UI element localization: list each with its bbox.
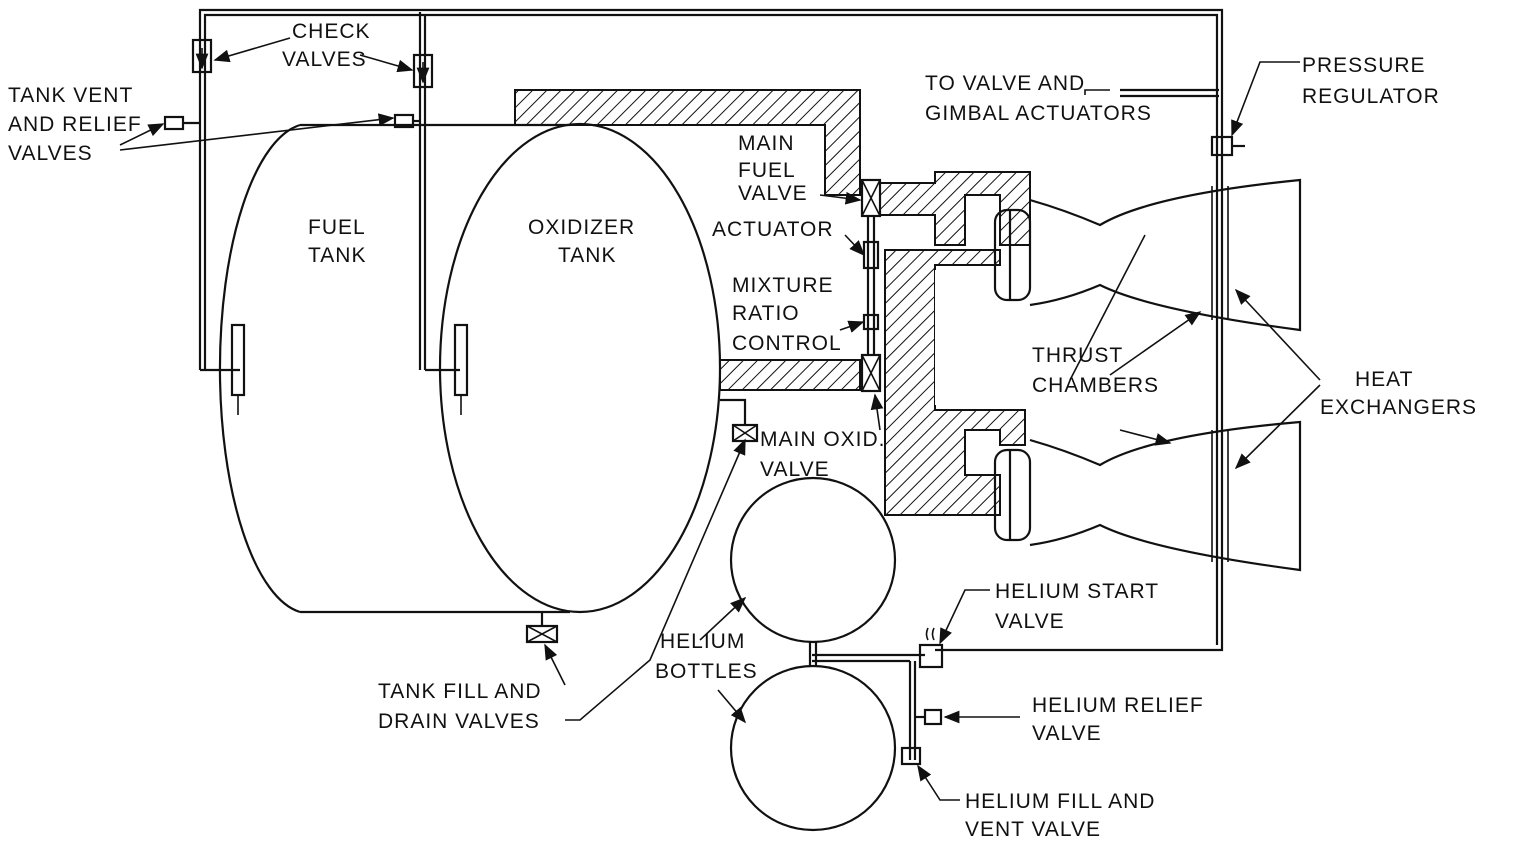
svg-text:FUEL: FUEL bbox=[308, 216, 366, 239]
label-tank-fill-drain-valves: TANK FILL AND DRAIN VALVES bbox=[378, 680, 542, 733]
fuel-duct bbox=[514, 89, 861, 196]
label-oxidizer-tank: OXIDIZER TANK bbox=[528, 216, 635, 267]
svg-text:THRUST: THRUST bbox=[1032, 344, 1123, 367]
check-valve-icon bbox=[191, 38, 213, 74]
thrust-chamber-upper bbox=[993, 178, 1302, 332]
svg-text:CHECK: CHECK bbox=[292, 20, 371, 43]
svg-text:HELIUM FILL AND: HELIUM FILL AND bbox=[965, 790, 1155, 813]
label-tank-vent: TANK VENT AND RELIEF VALVES bbox=[8, 84, 142, 165]
svg-text:TANK: TANK bbox=[308, 244, 366, 267]
svg-text:VALVE: VALVE bbox=[738, 182, 808, 205]
label-to-valve-actuators: TO VALVE AND GIMBAL ACTUATORS bbox=[925, 72, 1152, 125]
svg-text:MIXTURE: MIXTURE bbox=[732, 274, 834, 297]
label-heat-exchangers: HEAT EXCHANGERS bbox=[1320, 368, 1477, 419]
fuel-tank bbox=[218, 123, 570, 614]
svg-text:MAIN: MAIN bbox=[738, 132, 795, 155]
vent-valve-icon bbox=[163, 115, 185, 131]
helium-start-valve-icon bbox=[918, 643, 944, 669]
svg-text:TANK FILL AND: TANK FILL AND bbox=[378, 680, 542, 703]
mixture-ratio-control-icon bbox=[862, 313, 880, 331]
label-helium-relief-valve: HELIUM RELIEF VALVE bbox=[1032, 694, 1204, 745]
svg-text:RATIO: RATIO bbox=[732, 302, 800, 325]
svg-text:VALVES: VALVES bbox=[282, 48, 367, 71]
label-helium-fill-vent-valve: HELIUM FILL AND VENT VALVE bbox=[965, 790, 1155, 841]
label-main-fuel-valve: MAIN FUEL VALVE bbox=[738, 132, 808, 205]
svg-text:TANK: TANK bbox=[558, 244, 616, 267]
svg-text:HELIUM START: HELIUM START bbox=[995, 580, 1159, 603]
svg-text:HELIUM RELIEF: HELIUM RELIEF bbox=[1032, 694, 1204, 717]
svg-text:DRAIN VALVES: DRAIN VALVES bbox=[378, 710, 540, 733]
main-oxid-valve-icon bbox=[860, 353, 882, 393]
svg-text:HEAT: HEAT bbox=[1355, 368, 1413, 391]
label-pressure-regulator: PRESSURE REGULATOR bbox=[1302, 54, 1440, 108]
label-actuator: ACTUATOR bbox=[712, 218, 834, 241]
svg-text:CHAMBERS: CHAMBERS bbox=[1032, 374, 1159, 397]
svg-text:VALVE: VALVE bbox=[1032, 722, 1102, 745]
svg-text:MAIN OXID.: MAIN OXID. bbox=[760, 428, 886, 451]
label-mixture-ratio-control: MIXTURE RATIO CONTROL bbox=[732, 274, 842, 355]
thrust-chamber-lower bbox=[993, 420, 1302, 572]
helium-bottle-lower bbox=[729, 664, 897, 832]
svg-text:VALVES: VALVES bbox=[8, 142, 93, 165]
label-helium-start-valve: HELIUM START VALVE bbox=[995, 580, 1159, 633]
svg-text:HELIUM: HELIUM bbox=[660, 630, 745, 653]
main-fuel-valve-icon bbox=[860, 178, 882, 218]
svg-text:OXIDIZER: OXIDIZER bbox=[528, 216, 635, 239]
svg-text:VENT VALVE: VENT VALVE bbox=[965, 818, 1101, 841]
oxidizer-manifold bbox=[884, 249, 1026, 516]
helium-fill-valve-icon bbox=[900, 746, 922, 766]
heat-exchanger-upper bbox=[1211, 186, 1229, 320]
svg-text:AND RELIEF: AND RELIEF bbox=[8, 113, 142, 136]
fuel-manifold bbox=[879, 171, 1031, 246]
oxidizer-tank bbox=[438, 122, 722, 614]
svg-text:TO VALVE AND: TO VALVE AND bbox=[925, 72, 1085, 95]
oxid-drain-valve-icon bbox=[731, 423, 759, 443]
svg-text:PRESSURE: PRESSURE bbox=[1302, 54, 1426, 77]
check-valve-icon bbox=[412, 53, 434, 89]
svg-text:VALVE: VALVE bbox=[760, 458, 830, 481]
svg-text:VALVE: VALVE bbox=[995, 610, 1065, 633]
svg-text:CONTROL: CONTROL bbox=[732, 332, 842, 355]
fuel-drain-valve-icon bbox=[525, 612, 559, 644]
actuator-icon bbox=[862, 240, 880, 270]
oxidizer-duct bbox=[719, 359, 861, 391]
svg-text:GIMBAL ACTUATORS: GIMBAL ACTUATORS bbox=[925, 102, 1152, 125]
label-main-oxid-valve: MAIN OXID. VALVE bbox=[760, 428, 886, 481]
label-helium-bottles: HELIUM BOTTLES bbox=[655, 630, 758, 683]
helium-bottle-upper bbox=[729, 476, 897, 644]
leader-lines bbox=[119, 37, 1321, 801]
helium-pressurization-lines bbox=[198, 8, 1224, 760]
svg-text:TANK VENT: TANK VENT bbox=[8, 84, 133, 107]
label-check-valves: CHECK VALVES bbox=[282, 20, 371, 71]
helium-relief-valve-icon bbox=[923, 708, 943, 726]
label-thrust-chambers: THRUST CHAMBERS bbox=[1032, 344, 1159, 397]
svg-text:BOTTLES: BOTTLES bbox=[655, 660, 758, 683]
svg-text:FUEL: FUEL bbox=[738, 159, 796, 182]
svg-text:REGULATOR: REGULATOR bbox=[1302, 85, 1440, 108]
svg-text:EXCHANGERS: EXCHANGERS bbox=[1320, 396, 1477, 419]
label-fuel-tank: FUEL TANK bbox=[308, 216, 366, 267]
heat-exchanger-lower bbox=[1211, 430, 1229, 562]
